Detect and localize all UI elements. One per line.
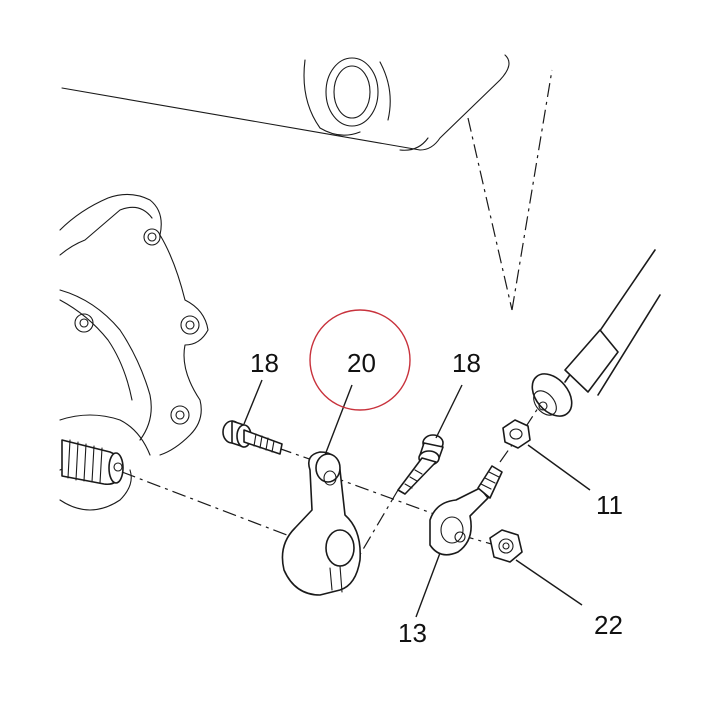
bolt-left [222, 420, 283, 455]
bolt-right [397, 434, 444, 495]
callout-18-left: 18 [250, 348, 279, 378]
guide-lines-top [467, 69, 553, 311]
callout-11: 11 [596, 490, 623, 520]
guide-line-stud [499, 444, 513, 463]
shift-cable [531, 249, 661, 417]
guide-line-cable [524, 404, 541, 429]
splined-shaft [61, 439, 124, 486]
nut-22 [489, 529, 523, 563]
highlight-circle [309, 309, 411, 411]
guide-line-lever [329, 475, 446, 519]
guide-line-shaft [121, 471, 301, 541]
lever-arm [281, 451, 362, 596]
gearbox-housing [59, 193, 209, 511]
rod-end [429, 465, 503, 556]
callout-22: 22 [594, 610, 623, 640]
callout-13: 13 [398, 618, 427, 648]
callout-20: 20 [347, 348, 376, 378]
nut-11 [502, 419, 531, 449]
engine-casing [61, 54, 510, 151]
leader-lines [243, 379, 591, 618]
callout-18-right: 18 [452, 348, 481, 378]
